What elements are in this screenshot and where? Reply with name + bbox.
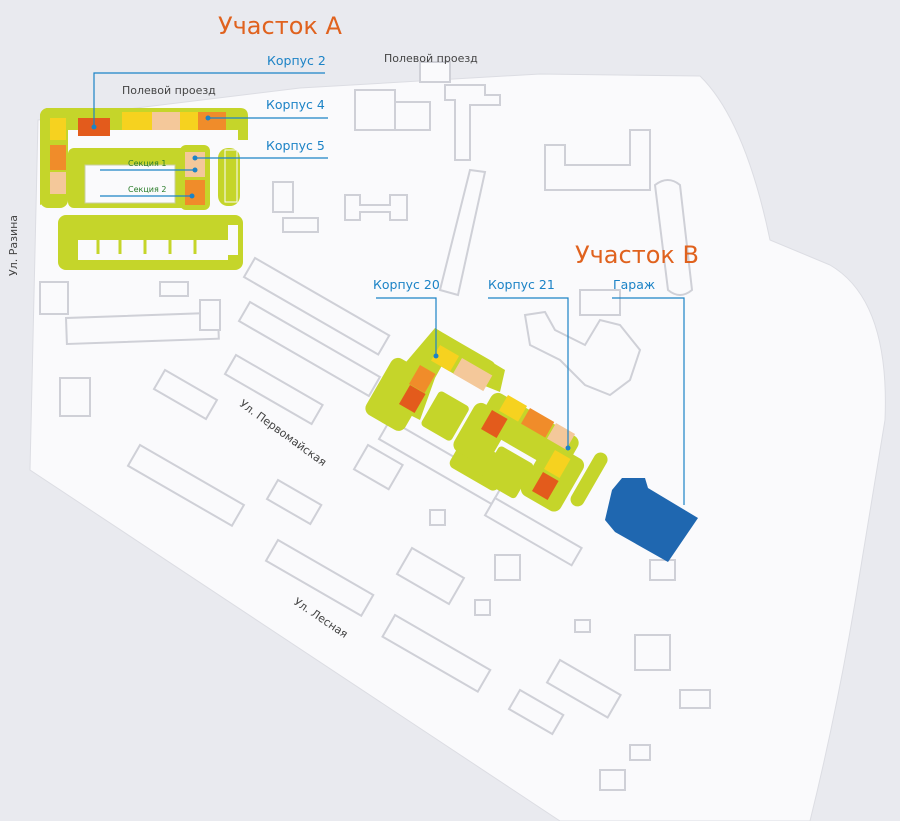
apartment-block	[431, 345, 460, 372]
apartment-block	[499, 394, 528, 422]
building	[126, 443, 246, 528]
site-b-title: Участок В	[575, 241, 699, 269]
building	[395, 546, 466, 606]
building	[64, 311, 220, 346]
courtyard	[78, 240, 228, 260]
building	[59, 377, 91, 417]
callout-korpus-20[interactable]: Корпус 20	[373, 277, 440, 292]
korpus-21-ground	[481, 446, 534, 499]
building	[429, 509, 446, 526]
building	[265, 478, 323, 526]
building	[381, 613, 492, 694]
building	[354, 89, 396, 131]
building	[523, 310, 642, 397]
site-b-wing	[570, 452, 608, 507]
building	[574, 619, 591, 633]
building	[474, 599, 491, 616]
callout-line-korpus-21	[488, 297, 569, 448]
building	[419, 61, 451, 83]
building	[394, 101, 431, 131]
building	[494, 554, 521, 581]
courtyard	[228, 225, 238, 255]
building	[152, 368, 219, 421]
courtyard-ticks	[96, 240, 197, 254]
building	[629, 744, 651, 761]
apartment-block	[532, 472, 559, 501]
apartment-block	[521, 407, 555, 438]
callout-line-garage	[612, 297, 685, 505]
building	[649, 559, 676, 581]
building	[377, 418, 504, 506]
callout-dots	[91, 115, 571, 451]
section-1-label[interactable]: Секция 1	[128, 159, 167, 168]
apartment-block	[185, 180, 205, 205]
callout-korpus-21[interactable]: Корпус 21	[488, 277, 555, 292]
building	[39, 281, 69, 315]
callout-line-korpus-2	[93, 72, 325, 126]
building	[242, 256, 391, 356]
building	[264, 538, 375, 618]
site-b-complex	[365, 328, 698, 562]
apartment-block	[399, 385, 426, 414]
building	[344, 194, 408, 221]
building	[272, 181, 294, 213]
building	[544, 129, 651, 191]
apartment-block	[152, 112, 180, 130]
building	[653, 179, 694, 296]
building	[679, 689, 711, 709]
building	[599, 769, 626, 791]
building	[507, 688, 565, 736]
street-razina: Ул. Разина	[7, 214, 20, 276]
building	[282, 217, 319, 233]
callout-line-korpus-20	[376, 297, 437, 356]
callout-korpus-5[interactable]: Корпус 5	[266, 138, 325, 153]
site-a-wing	[224, 149, 238, 203]
korpus-20-ground	[421, 391, 469, 441]
building	[159, 281, 189, 297]
apartment-block	[50, 145, 66, 170]
section-2-label[interactable]: Секция 2	[128, 185, 167, 194]
apartment-block	[198, 112, 226, 130]
apartment-block	[50, 118, 66, 140]
courtyard	[84, 164, 176, 204]
building	[223, 353, 324, 426]
building	[237, 300, 382, 398]
background-buildings	[39, 61, 711, 791]
building	[483, 496, 583, 567]
building	[444, 84, 501, 161]
building	[545, 658, 622, 719]
building	[634, 634, 671, 671]
apartment-block	[122, 112, 152, 130]
building	[438, 168, 487, 297]
apartment-block	[481, 410, 508, 439]
building	[352, 443, 405, 491]
callout-korpus-2[interactable]: Корпус 2	[267, 53, 326, 68]
street-polevoy-left: Полевой проезд	[122, 84, 216, 97]
callout-lines	[93, 72, 685, 505]
callout-korpus-4[interactable]: Корпус 4	[266, 97, 325, 112]
garage-building	[605, 478, 698, 562]
apartment-block	[544, 450, 571, 479]
building	[199, 299, 221, 331]
apartment-block	[409, 365, 436, 394]
apartment-block	[453, 357, 493, 392]
apartment-block	[50, 172, 66, 194]
street-polevoy-top: Полевой проезд	[384, 52, 478, 65]
callout-garage[interactable]: Гараж	[613, 277, 656, 292]
site-a-complex	[40, 108, 248, 270]
site-a-title: Участок А	[218, 12, 342, 40]
building	[579, 289, 621, 316]
